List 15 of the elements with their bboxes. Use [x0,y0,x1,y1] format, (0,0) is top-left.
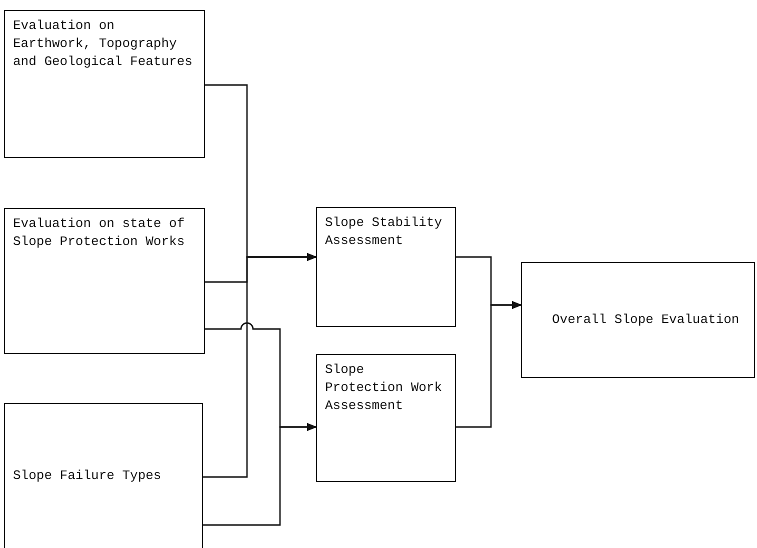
process-box [316,354,456,482]
process-box [521,262,755,378]
connector-arrow [203,423,317,526]
connector-arrow [203,253,317,478]
connector-arrow [456,301,522,428]
box-text: Slope Protection Work Assessment [325,361,444,415]
process-box [4,208,205,354]
box-text: Overall Slope Evaluation [552,311,740,329]
box-text: Evaluation on Earthwork, Topography and Geological Features [13,17,194,71]
process-box [316,207,456,327]
box-text: Evaluation on state of Slope Protection Works [13,215,186,251]
process-box [4,10,205,158]
box-text: Slope Stability Assessment [325,214,444,250]
box-text: Slope Failure Types [13,467,162,485]
process-box [4,403,203,548]
